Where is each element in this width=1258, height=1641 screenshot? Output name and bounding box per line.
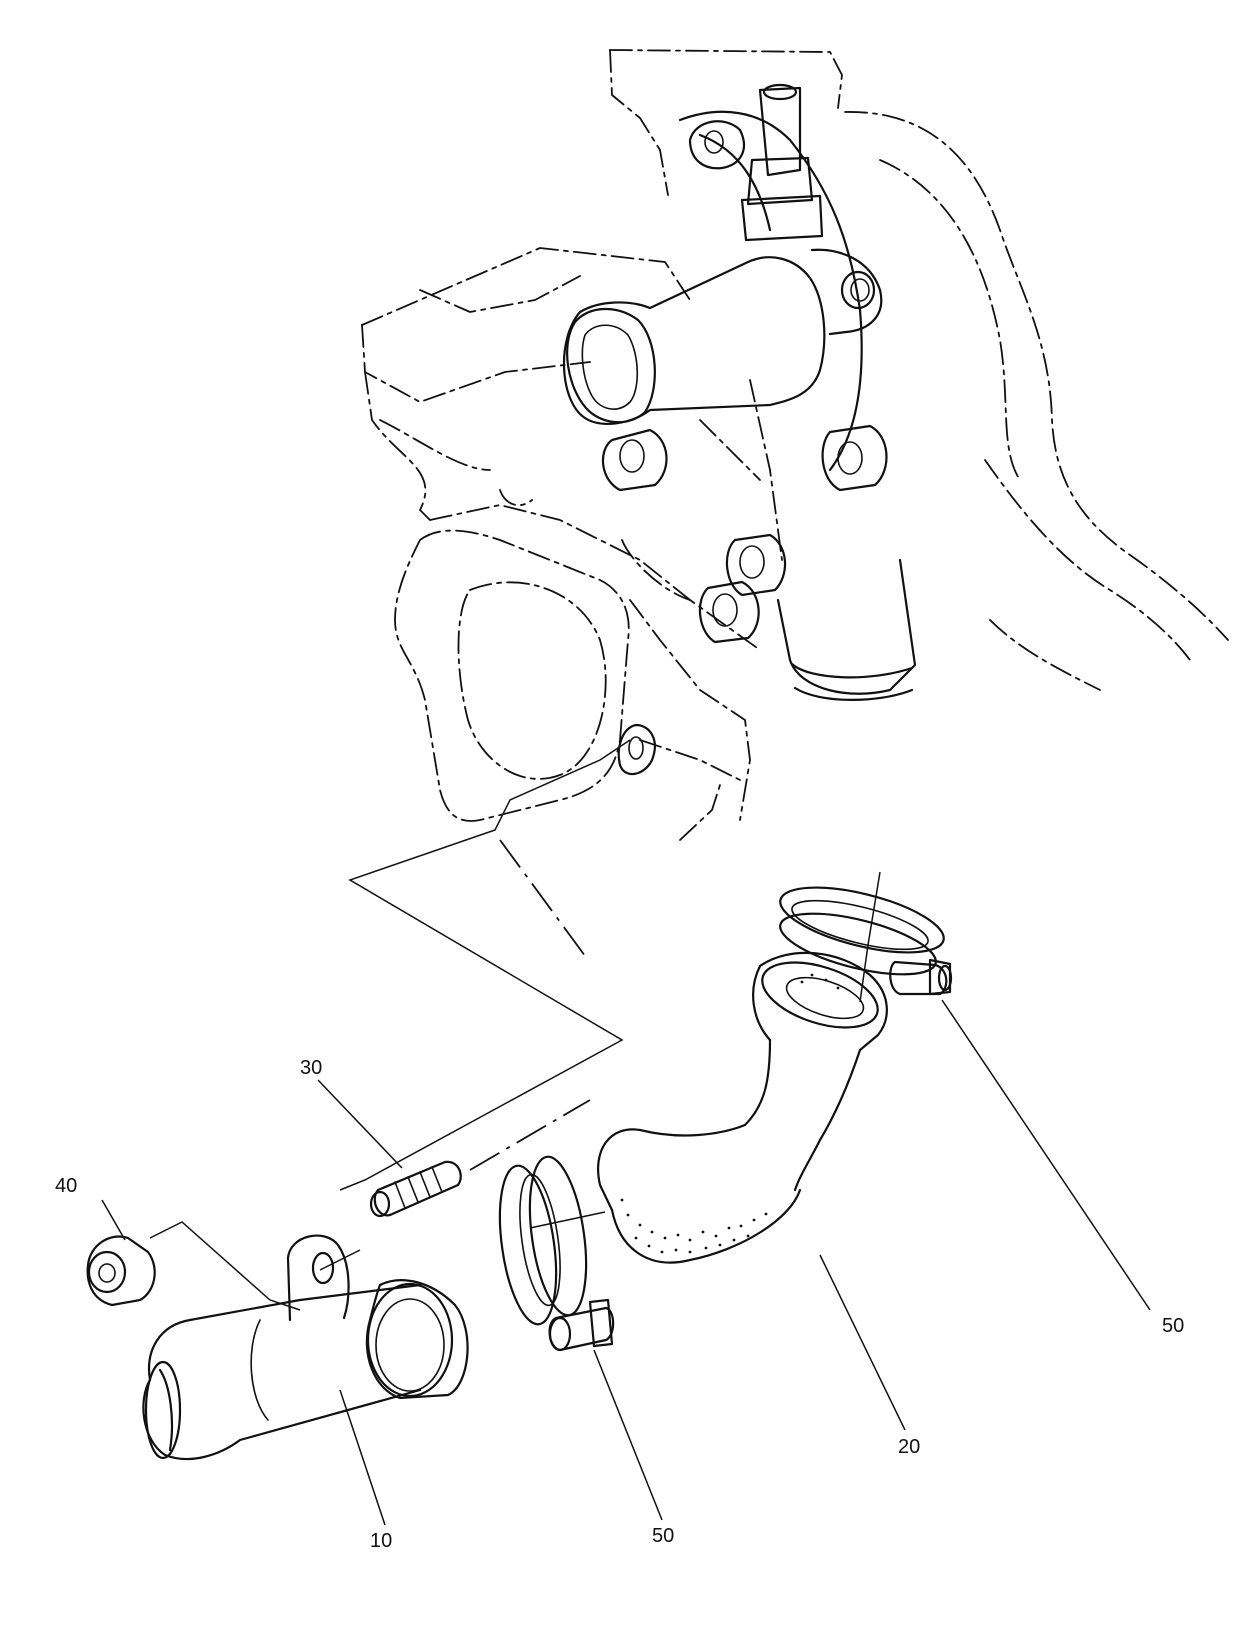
part-30-stud-bolt [369,1160,462,1218]
bolt-boss-2 [821,424,888,492]
hose-texture [620,973,840,1254]
assembly-centerlines [149,739,881,1311]
bolt-boss-4 [698,580,760,644]
part-50-hose-clamp-lower [498,1155,615,1352]
callout-30: 30 [300,1057,322,1079]
callout-50-upper: 50 [1162,1315,1184,1337]
part-10-water-pipe [142,1234,469,1461]
callout-50-lower: 50 [652,1525,674,1547]
part-20-rubber-hose [529,951,888,1264]
callout-leaders [101,999,1151,1526]
callout-labels: 40 30 10 50 20 50 [55,1057,1184,1552]
callout-10: 10 [370,1530,392,1552]
part-40-flange-nut [86,1235,156,1307]
part-50-hose-clamp-upper [779,886,953,996]
callout-20: 20 [898,1436,920,1458]
engine-housing-phantom [361,49,1229,841]
bolt-boss-1 [601,428,668,492]
callout-40: 40 [55,1175,77,1197]
bolt-boss-3 [725,533,787,597]
